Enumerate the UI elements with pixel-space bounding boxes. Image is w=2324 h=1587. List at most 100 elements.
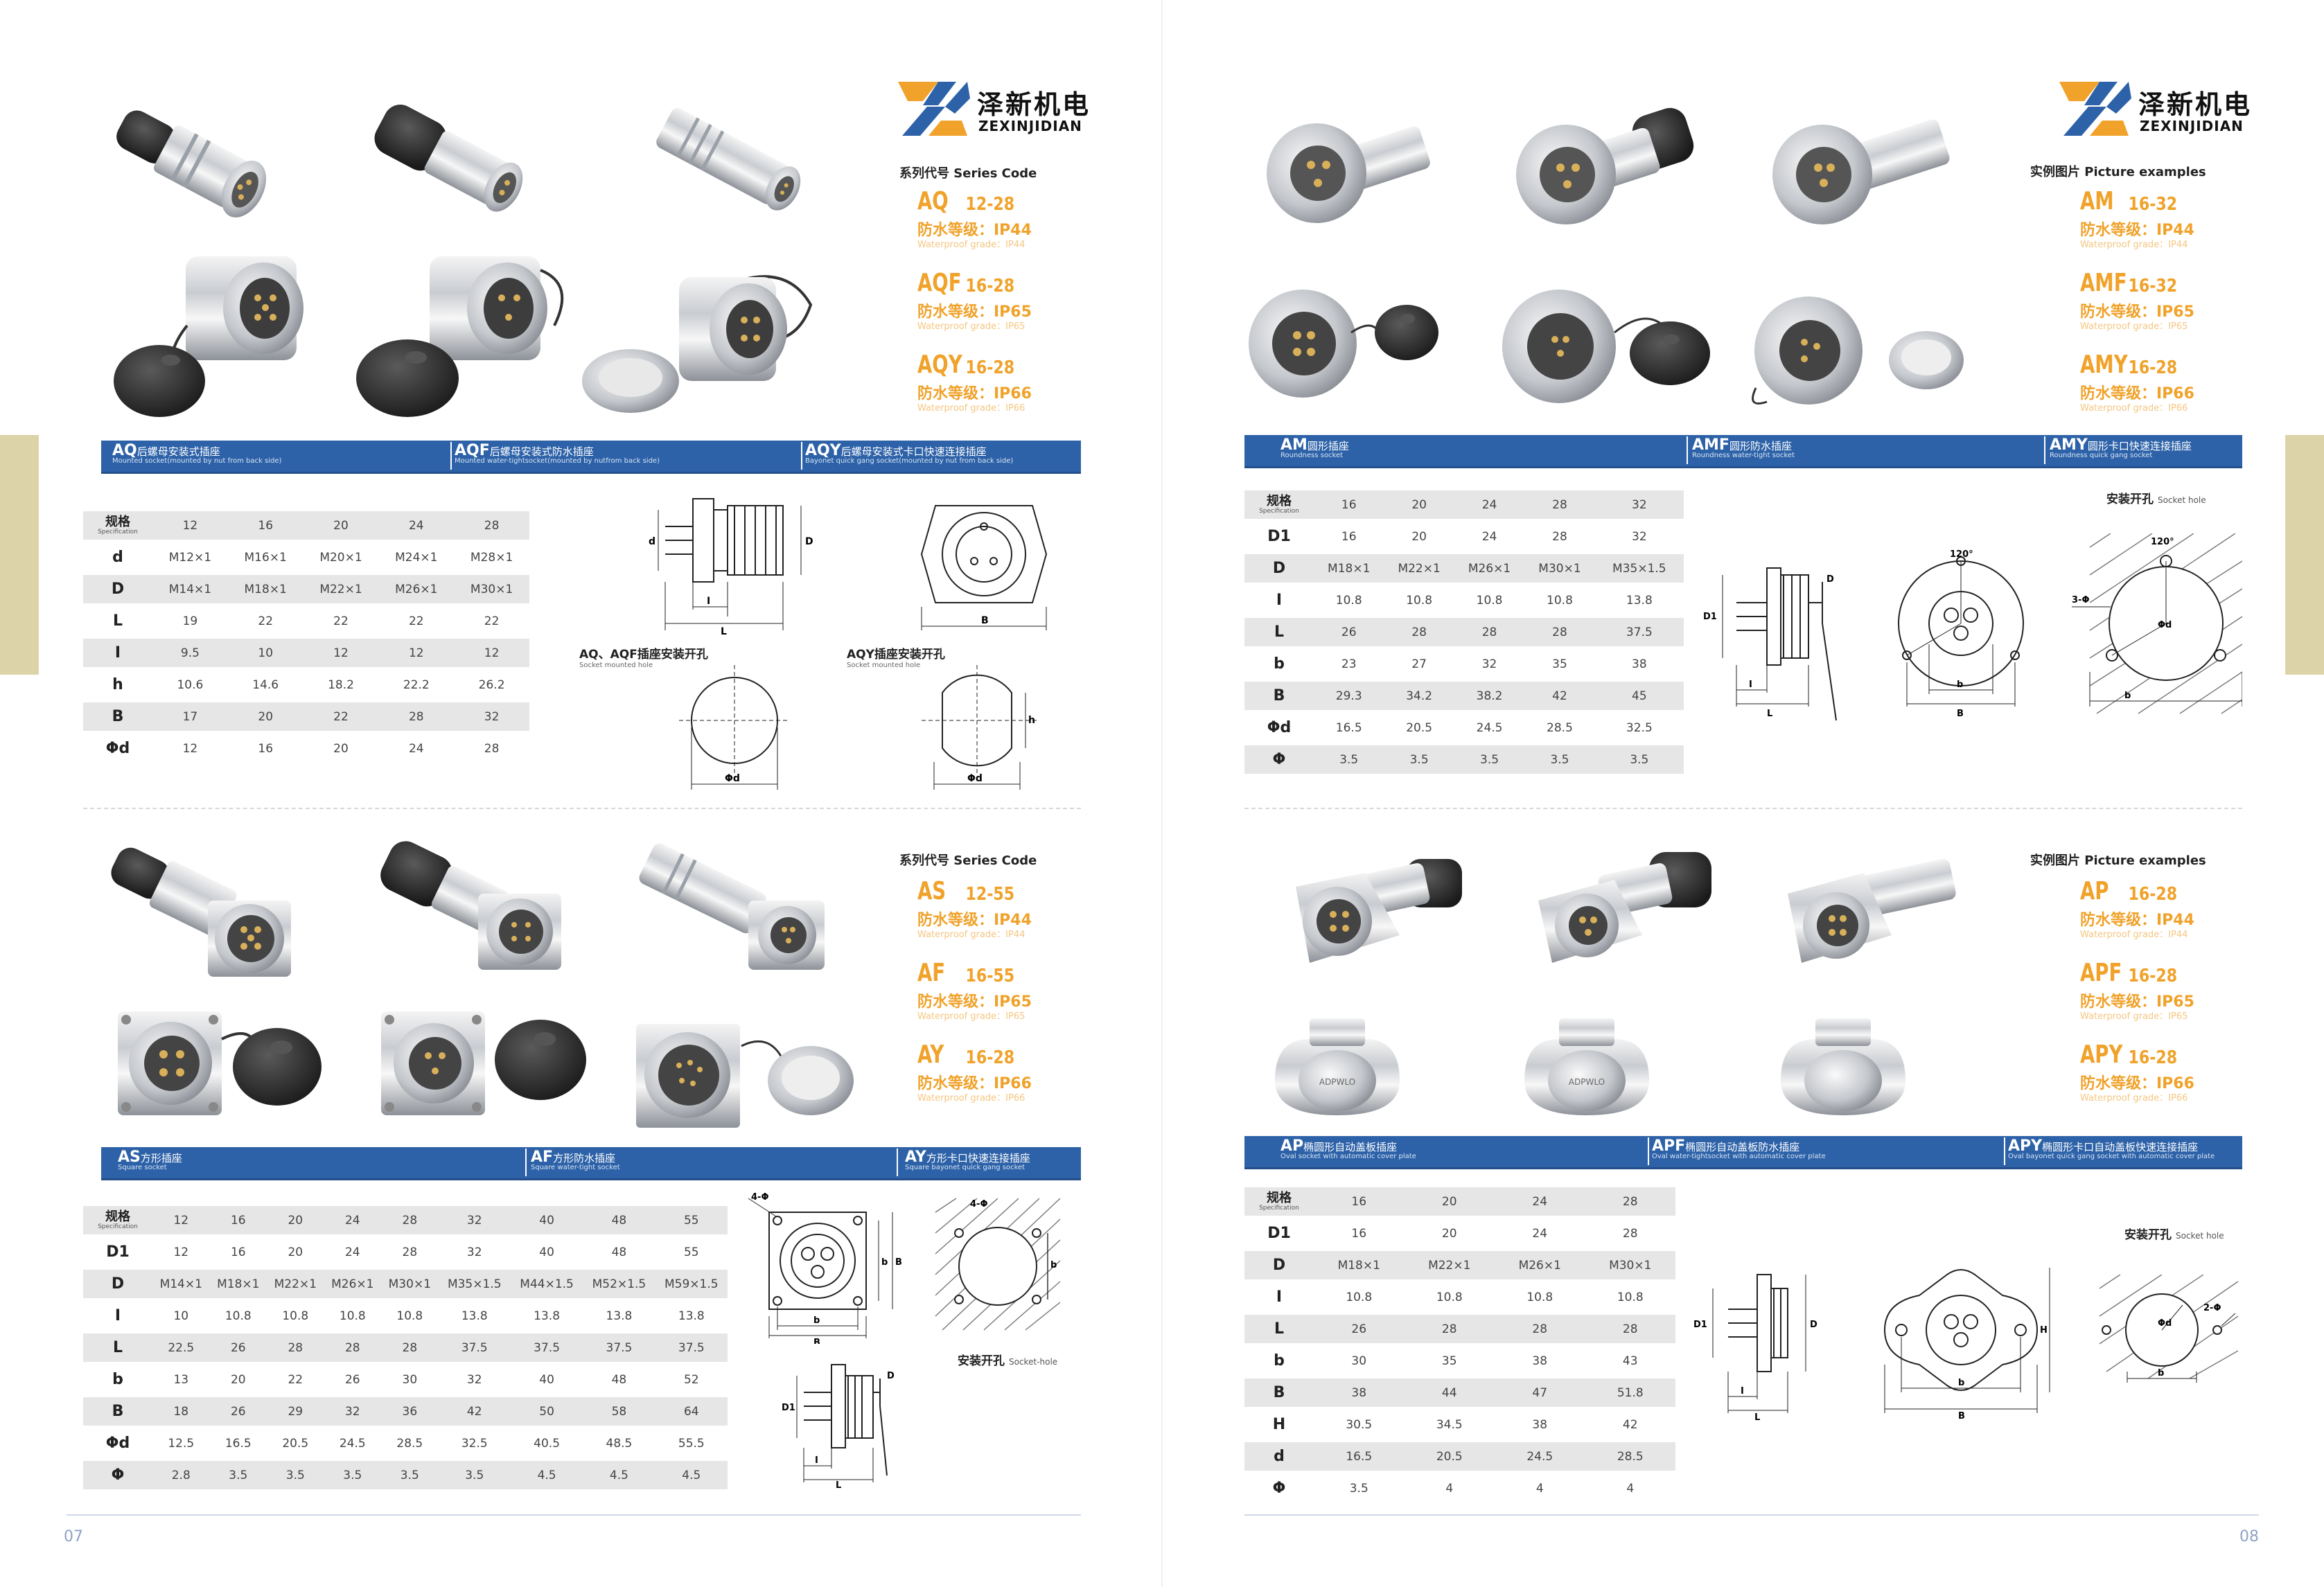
spec-label-en: Specification (98, 1223, 138, 1230)
spec-value: 12 (152, 1206, 210, 1234)
table-cell: M22×1 (303, 575, 379, 603)
dim-4phi: 4-Φ (970, 1199, 988, 1209)
model-range: 16-55 (965, 966, 1014, 986)
table-cell: 3.5 (209, 1461, 267, 1489)
table-cell: 16.5 (1314, 1442, 1405, 1471)
right-edge-tab (2285, 435, 2324, 675)
apy-socket-photo (1781, 1018, 1905, 1115)
table-cell: 16 (1341, 529, 1357, 544)
section-divider (83, 808, 1081, 809)
table-cell: 28 (1524, 618, 1595, 646)
row-label: d (112, 549, 123, 566)
table-cell: 22 (484, 614, 500, 628)
table-cell: 32 (1632, 529, 1647, 544)
dim-B: B (1958, 1411, 1965, 1420)
table-cell: 43 (1622, 1354, 1638, 1368)
table-cell: 34.5 (1436, 1417, 1463, 1432)
table-cell: 16.5 (1335, 720, 1362, 735)
code-entry-aq: AQ 12-28 防水等级：IP44 Waterproof grade：IP44 (917, 187, 1032, 263)
dim-2phi: 2-Φ (2203, 1303, 2221, 1313)
table-cell: 20 (1411, 529, 1427, 544)
grade-cn: 防水等级：IP66 (917, 1075, 1032, 1092)
model-range: 12-28 (965, 194, 1014, 215)
table-cell: M26×1 (324, 1270, 382, 1298)
grade-en: Waterproof grade：IP44 (2080, 930, 2188, 940)
aqf-socket-photo (356, 256, 564, 417)
spec-label-en: Specification (1259, 1204, 1299, 1212)
row-label: I (114, 1307, 121, 1324)
table-cell: M28×1 (470, 550, 513, 565)
am-socket-photo (1249, 290, 1438, 398)
spec-value: 16 (1314, 1187, 1405, 1216)
af-plug-photo (380, 841, 561, 970)
row-label: Φ (1244, 745, 1314, 774)
table-cell: 28 (378, 702, 455, 731)
page-number-right: 08 (2239, 1528, 2259, 1545)
row-label: B (1244, 682, 1314, 710)
apf-plug-photo (1538, 852, 1711, 963)
table-cell: 4.5 (583, 1461, 655, 1489)
table-cell: M14×1 (152, 575, 228, 603)
table-cell: 28 (267, 1333, 324, 1362)
af-socket-photo (381, 1011, 586, 1115)
table-cell: 28 (1404, 1315, 1495, 1343)
table-cell: 3.5 (1524, 745, 1595, 774)
dim-D: D (887, 1371, 895, 1381)
table-cell: 58 (583, 1397, 655, 1426)
model-code: AF (917, 959, 946, 987)
grade-cn: 防水等级：IP44 (2080, 222, 2194, 239)
grade-cn: 防水等级：IP66 (917, 385, 1032, 402)
dim-b: b (881, 1257, 888, 1268)
series-code-title: 系列代号 Series Code (899, 166, 1037, 181)
am-front-drawing: 120° b B (1898, 549, 2024, 719)
table-cell: 28 (324, 1333, 382, 1362)
table-cell: 13.8 (1626, 593, 1653, 608)
table-cell: M35×1.5 (438, 1270, 511, 1298)
as-side-drawing: D1 I L D (782, 1364, 895, 1489)
dim-I: I (815, 1455, 818, 1466)
grade-en: Waterproof grade：IP44 (917, 930, 1025, 940)
spec-value: 12 (152, 511, 228, 540)
table-cell: 48 (611, 1245, 627, 1259)
table-cell: 20 (227, 702, 303, 731)
model-code: AY (917, 1040, 944, 1069)
model-code: AP (2080, 877, 2109, 905)
table-cell: 10.8 (339, 1309, 366, 1323)
table-cell: 13.8 (461, 1309, 488, 1323)
table-cell: 27 (1411, 657, 1427, 671)
spec-value: 40 (510, 1206, 583, 1234)
dim-B: B (1957, 709, 1964, 719)
row-label: b (112, 1371, 123, 1388)
table-cell: 10.8 (1346, 1290, 1373, 1304)
row-label: L (83, 1333, 152, 1362)
spec-value: 28 (1524, 490, 1595, 519)
table-cell: 40 (539, 1245, 554, 1259)
model-code: AQF (917, 269, 962, 297)
row-label: b (1274, 655, 1285, 673)
left-edge-tab (0, 435, 39, 675)
table-cell: 10.8 (1406, 593, 1433, 608)
model-code: AMF (2080, 269, 2127, 297)
aqy-hole-drawing: Φd h (922, 665, 1039, 790)
am-plug-photo (1267, 123, 1430, 223)
table-cell: M18×1 (1314, 554, 1384, 583)
apf-socket-photo: ADPWLO (1524, 1018, 1649, 1115)
picture-examples-title: 实例图片 Picture examples (2030, 853, 2206, 868)
table-cell: 13.8 (606, 1309, 633, 1323)
table-cell: 28 (484, 741, 500, 756)
table-cell: 28 (1552, 529, 1567, 544)
row-label: B (83, 702, 152, 731)
dim-h: h (1028, 715, 1035, 726)
amy-socket-photo (1752, 296, 1964, 405)
table-cell: 32.5 (1626, 720, 1653, 735)
table-cell: 37.5 (655, 1333, 728, 1362)
